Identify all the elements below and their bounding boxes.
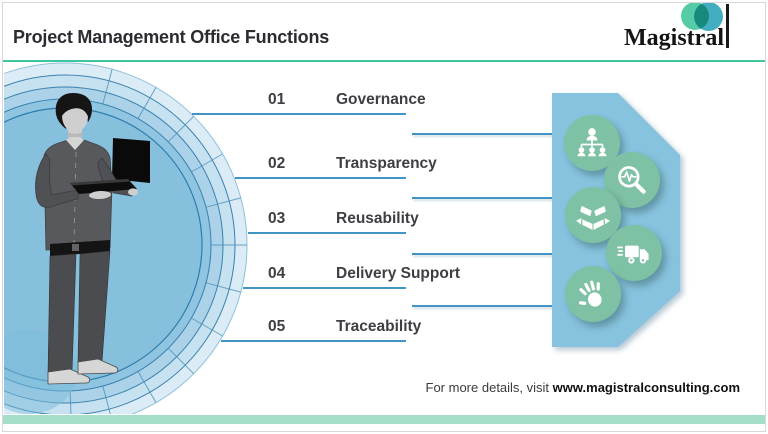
function-number: 04 (268, 265, 286, 282)
open-box-icon (565, 187, 621, 243)
connector-line (412, 197, 553, 199)
header-divider (3, 60, 765, 62)
circles-svg (4, 62, 248, 414)
delivery-truck-icon (606, 225, 662, 281)
function-underline (235, 177, 406, 179)
function-underline (248, 232, 406, 234)
function-underline (243, 287, 406, 289)
function-number: 03 (268, 210, 286, 227)
footer-note: For more details, visit www.magistralcon… (426, 380, 740, 395)
function-item-5: 05 Traceability (268, 318, 421, 338)
connector-line (412, 253, 553, 255)
ring-segment-ticks (69, 69, 247, 414)
brand-logo: Magistral (595, 0, 740, 54)
function-number: 01 (268, 91, 286, 108)
function-item-4: 04 Delivery Support (268, 265, 460, 285)
handprint-icon (565, 266, 621, 322)
footer-website-link[interactable]: www.magistralconsulting.com (552, 380, 740, 395)
function-label: Transparency (336, 155, 437, 172)
function-label: Delivery Support (336, 265, 461, 282)
function-label: Reusability (336, 210, 419, 227)
function-label: Governance (336, 91, 426, 108)
concentric-circles-graphic (4, 62, 250, 414)
person-with-laptop-illustration (35, 93, 150, 385)
function-number: 02 (268, 155, 286, 172)
function-number: 05 (268, 318, 286, 335)
logo-circle-teal (694, 2, 723, 31)
laptop-screen (112, 138, 150, 183)
brand-name: Magistral (624, 25, 724, 51)
function-label: Traceability (336, 318, 422, 335)
page-title: Project Management Office Functions (13, 27, 330, 47)
connector-line (412, 305, 553, 307)
function-underline (192, 113, 406, 115)
function-underline (221, 340, 406, 342)
footer-text: For more details, visit (425, 380, 553, 395)
function-item-3: 03 Reusability (268, 210, 419, 230)
function-item-2: 02 Transparency (268, 155, 437, 175)
logo-divider-bar (726, 4, 729, 48)
connector-line (412, 133, 553, 135)
bottom-accent-bar (2, 415, 766, 424)
function-item-1: 01 Governance (268, 91, 426, 111)
